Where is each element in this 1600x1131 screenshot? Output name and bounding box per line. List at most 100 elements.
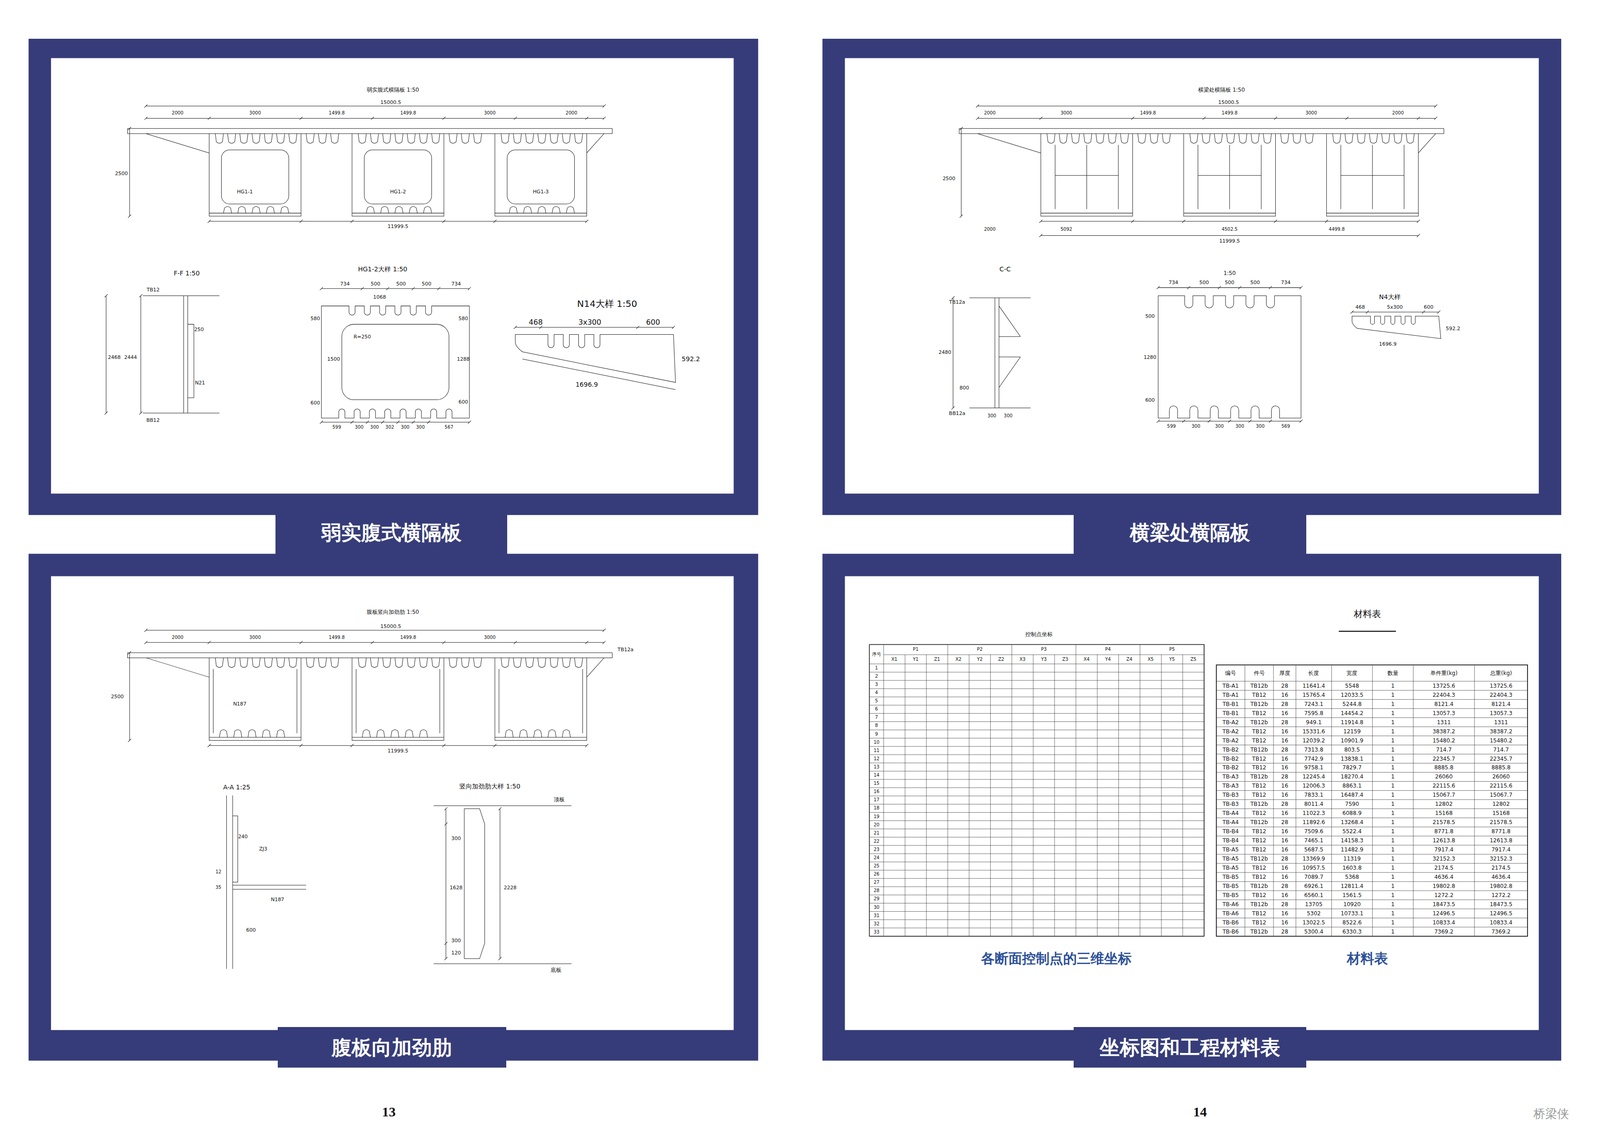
table-cell: 12159 — [1343, 728, 1361, 735]
table-cell: TB12 — [1251, 828, 1267, 835]
dimension-label: 500 — [1224, 280, 1235, 286]
table-cell: TB12 — [1251, 792, 1267, 798]
drawing-line — [1108, 133, 1117, 144]
table-cell: 10733.1 — [1340, 910, 1364, 917]
drawing-line — [551, 206, 561, 214]
table-cell: TB-B3 — [1222, 792, 1239, 798]
dimension-label: 1499.8 — [328, 110, 345, 116]
drawing-line — [1393, 133, 1403, 144]
table-cell: 10 — [873, 740, 880, 745]
drawing-line — [239, 133, 249, 144]
table-cell: 16 — [1281, 737, 1289, 744]
drawing-line — [233, 729, 242, 738]
drawing-line — [1357, 133, 1366, 144]
drawing-line — [494, 657, 587, 741]
table-cell: 16 — [873, 789, 880, 795]
table-header: 宽度 — [1346, 670, 1358, 676]
table-cell: 16487.4 — [1340, 792, 1364, 798]
table-cell: 25 — [873, 863, 880, 869]
table-cell: 949.1 — [1305, 719, 1322, 726]
table-cell: TB-A3 — [1222, 774, 1239, 780]
table-cell: 13369.9 — [1302, 856, 1326, 862]
table-cell: TB-B4 — [1222, 837, 1239, 844]
drawing-line — [1216, 664, 1528, 937]
dimension-label: 15000.5 — [380, 99, 402, 105]
table-cell: 28 — [1281, 774, 1289, 780]
table-cell: TB12 — [1251, 837, 1267, 844]
panel-ground — [51, 576, 734, 1030]
dimension-label: 1499.8 — [1139, 110, 1156, 116]
table-cell: 1 — [1391, 764, 1395, 771]
drawing-line — [976, 116, 1438, 120]
drawing-line — [959, 128, 1445, 154]
table-cell: 9758.1 — [1303, 764, 1324, 771]
dimension-label: 1068 — [373, 294, 386, 300]
drawing-line — [237, 206, 246, 214]
drawing-line — [461, 657, 470, 668]
coordinate-table — [869, 644, 1205, 937]
table-cell: 26 — [873, 872, 880, 877]
drawing-line — [318, 657, 327, 668]
table-cell: 13 — [873, 764, 880, 770]
drawing — [104, 104, 1528, 969]
table-header: P5 — [1168, 647, 1175, 652]
table-header: Z3 — [1062, 657, 1069, 662]
drawing-line — [288, 657, 297, 668]
table-cell: 6330.3 — [1342, 929, 1362, 935]
girder-section — [127, 628, 613, 748]
drawing-line — [977, 118, 1436, 119]
drawing-line — [1156, 285, 1303, 290]
table-cell: 16 — [1281, 810, 1289, 816]
dimension-label: 300 — [1215, 424, 1224, 429]
dimension-label: 3000 — [1305, 110, 1317, 116]
drawing-line — [448, 133, 458, 144]
title-tab: 腹板向加劲肋 — [277, 1027, 507, 1068]
table-cell: 1311 — [1494, 719, 1509, 726]
drawing-line — [473, 133, 482, 144]
drawing-line — [537, 133, 546, 144]
drawing-line — [306, 133, 315, 144]
table-cell: 16 — [1281, 756, 1289, 762]
drawing-line — [145, 642, 605, 643]
drawing-line — [144, 640, 606, 645]
dimension-label: 569 — [1281, 424, 1290, 429]
title-tab: 横梁处横隔板 — [1073, 509, 1307, 556]
table-cell: 11914.8 — [1340, 719, 1364, 726]
drawing-line — [1040, 235, 1419, 236]
table-header: Y4 — [1105, 657, 1111, 662]
table-cell: TB-A2 — [1222, 728, 1239, 735]
title-tab: 坐标图和工程材料表 — [1073, 1027, 1307, 1068]
table-cell: 32152.3 — [1432, 856, 1456, 862]
dimension-label: 2000 — [983, 227, 996, 232]
dimension-label: 2444 — [124, 354, 137, 360]
drawing-line — [1201, 133, 1211, 144]
table-cell: 1272.2 — [1434, 892, 1454, 899]
table-cell: 22345.7 — [1489, 756, 1513, 762]
part-name: BB12a — [949, 410, 966, 416]
drawing-line — [276, 657, 285, 668]
drawing-line — [1149, 133, 1159, 144]
table-cell: 28 — [1281, 883, 1289, 889]
drawing-line — [321, 306, 470, 419]
drawing-line — [513, 325, 675, 329]
table-cell: 5302 — [1306, 910, 1321, 917]
drawing-line — [1350, 310, 1441, 314]
drawing-title: N14大样 1:50 — [576, 299, 638, 309]
dimension-label: 4502.5 — [1221, 227, 1238, 232]
drawing-title: 弱实腹式横隔板 1:50 — [366, 87, 420, 93]
drawing-line — [519, 729, 528, 738]
dimension-label: 1696.9 — [1378, 341, 1397, 347]
table-cell: TB12 — [1251, 846, 1267, 853]
part-name: 底板 — [550, 967, 562, 973]
dimension-label: 468 — [1355, 304, 1366, 310]
drawing-line — [127, 652, 613, 678]
dimension-label: 567 — [444, 425, 454, 430]
table-cell: TB12b — [1250, 901, 1268, 908]
drawing-line — [1293, 133, 1302, 144]
table-cell: TB12 — [1251, 737, 1267, 744]
table-cell: 1 — [875, 665, 878, 671]
drawing-line — [494, 133, 587, 217]
table-cell: TB-B2 — [1222, 764, 1239, 771]
drawing-line — [1158, 296, 1301, 419]
drawing-line — [513, 657, 522, 668]
